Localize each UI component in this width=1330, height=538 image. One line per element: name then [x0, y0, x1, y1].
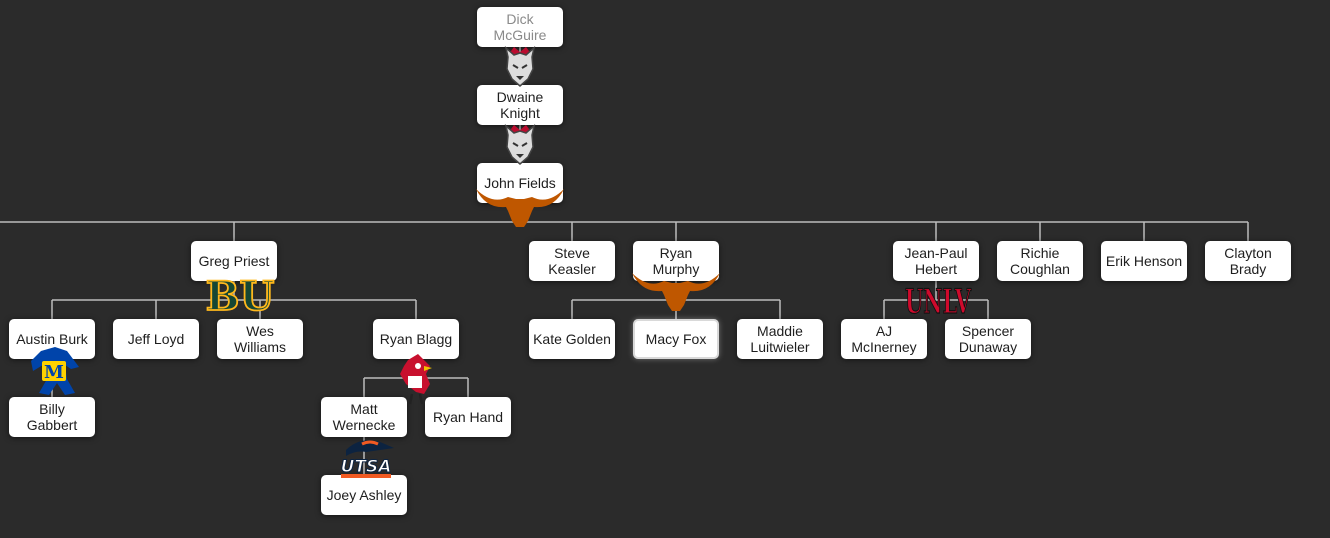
node-joey-ashley[interactable]: Joey Ashley [321, 475, 407, 515]
node-aj-mcinerney[interactable]: AJ McInerney [841, 319, 927, 359]
node-label: AJ McInerney [851, 323, 917, 355]
node-label: Dwaine Knight [496, 89, 544, 121]
node-label: Kate Golden [533, 331, 611, 347]
node-maddie-luitwieler[interactable]: Maddie Luitwieler [737, 319, 823, 359]
node-greg-priest[interactable]: Greg Priest [191, 241, 277, 281]
node-billy-gabbert[interactable]: Billy Gabbert [9, 397, 95, 437]
node-clayton-brady[interactable]: Clayton Brady [1205, 241, 1291, 281]
node-label: Clayton Brady [1224, 245, 1272, 277]
node-label: Joey Ashley [326, 487, 402, 503]
node-matt-wernecke[interactable]: Matt Wernecke [321, 397, 407, 437]
node-wes-williams[interactable]: Wes Williams [217, 319, 303, 359]
node-jean-paul-hebert[interactable]: Jean-Paul Hebert [893, 241, 979, 281]
node-label: Maddie Luitwieler [750, 323, 810, 355]
node-label: Erik Henson [1105, 253, 1183, 269]
node-ryan-hand[interactable]: Ryan Hand [425, 397, 511, 437]
node-macy-fox[interactable]: Macy Fox [633, 319, 719, 359]
node-spencer-dunaway[interactable]: Spencer Dunaway [945, 319, 1031, 359]
node-ryan-murphy[interactable]: Ryan Murphy [633, 241, 719, 281]
node-dick-mcguire[interactable]: Dick McGuire [477, 7, 563, 47]
node-ryan-blagg[interactable]: Ryan Blagg [373, 319, 459, 359]
node-label: Richie Coughlan [1010, 245, 1070, 277]
node-dwaine-knight[interactable]: Dwaine Knight [477, 85, 563, 125]
node-label: Billy Gabbert [26, 401, 78, 433]
node-john-fields[interactable]: John Fields [477, 163, 563, 203]
node-label: Ryan Blagg [379, 331, 453, 347]
node-erik-henson[interactable]: Erik Henson [1101, 241, 1187, 281]
node-label: Matt Wernecke [332, 401, 396, 433]
node-jeff-loyd[interactable]: Jeff Loyd [113, 319, 199, 359]
node-label: Wes Williams [233, 323, 287, 355]
node-label: Jean-Paul Hebert [904, 245, 968, 277]
node-austin-burk[interactable]: Austin Burk [9, 319, 95, 359]
node-label: John Fields [484, 175, 556, 191]
node-label: Greg Priest [198, 253, 270, 269]
node-label: Dick McGuire [493, 11, 547, 43]
node-label: Spencer Dunaway [958, 323, 1018, 355]
node-richie-coughlan[interactable]: Richie Coughlan [997, 241, 1083, 281]
node-label: Austin Burk [16, 331, 88, 347]
node-label: Ryan Murphy [652, 245, 700, 277]
node-label: Macy Fox [645, 331, 707, 347]
node-label: Jeff Loyd [127, 331, 185, 347]
node-label: Steve Keasler [548, 245, 596, 277]
node-steve-keasler[interactable]: Steve Keasler [529, 241, 615, 281]
node-label: Ryan Hand [432, 409, 504, 425]
node-kate-golden[interactable]: Kate Golden [529, 319, 615, 359]
